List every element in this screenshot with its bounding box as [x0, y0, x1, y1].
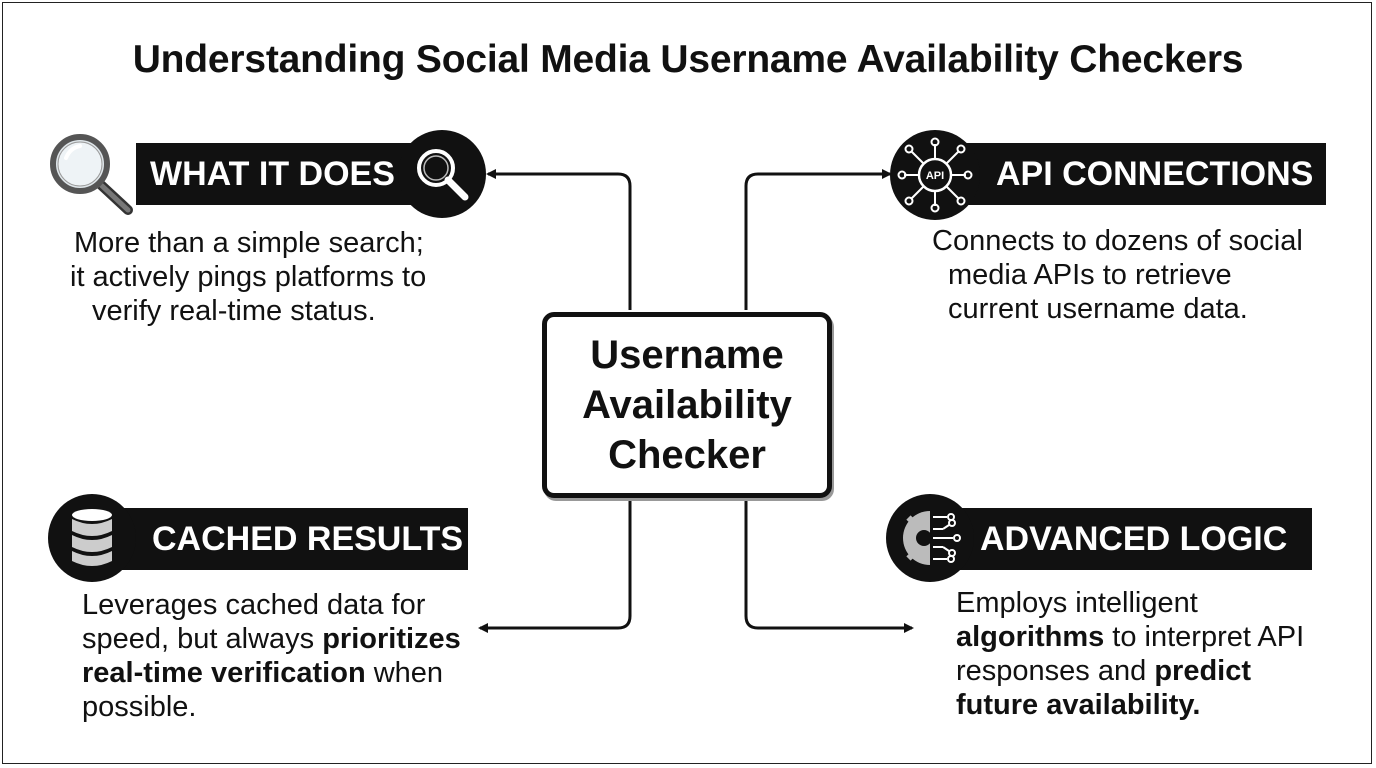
api-icon-label: API: [926, 170, 944, 182]
advanced-logic-line-3: responses and predict: [956, 654, 1251, 688]
arrow-to-advanced-logic: [744, 500, 914, 633]
diagram-title: Understanding Social Media Username Avai…: [132, 38, 1244, 81]
cached-results-line-3-text: when: [365, 657, 444, 689]
advanced-logic-line-2: algorithms to interpret API: [956, 620, 1304, 654]
what-it-does-line-2: it actively pings platforms to: [70, 261, 427, 293]
advanced-logic-line-4-bold: future availability.: [956, 689, 1201, 721]
center-line-3: Checker: [608, 433, 766, 477]
advanced-logic-line-3-text: responses and: [956, 655, 1155, 687]
arrow-to-cached-results: [478, 500, 632, 633]
what-it-does-line-3: verify real-time status.: [92, 295, 376, 327]
arrow-to-what-it-does: [486, 169, 632, 310]
cached-results-line-2: speed, but always prioritizes: [82, 622, 461, 656]
cached-results-heading: CACHED RESULTS: [100, 508, 468, 570]
gear-circuit-brain-icon: [903, 511, 961, 565]
cached-results-badge: [48, 494, 136, 582]
advanced-logic-line-3-bold: predict: [1154, 655, 1251, 687]
cached-results-line-2-bold: prioritizes: [322, 623, 461, 655]
advanced-logic-line-1: Employs intelligent: [956, 587, 1198, 619]
api-network-icon: API: [897, 137, 973, 213]
magnifier-badge-icon: [417, 149, 469, 201]
magnifier-icon: [50, 134, 133, 215]
advanced-logic-line-2-text: to interpret API: [1104, 621, 1305, 653]
what-it-does-badge: [398, 130, 486, 218]
center-line-2: Availability: [582, 383, 792, 427]
what-it-does-heading: WHAT IT DOES: [136, 143, 426, 205]
advanced-logic-badge: [886, 494, 974, 582]
cached-results-line-3-bold: real-time verification: [82, 657, 366, 689]
api-connections-badge: API: [890, 130, 980, 220]
cached-results-line-1: Leverages cached data for: [82, 589, 426, 621]
database-icon: [72, 509, 112, 566]
advanced-logic-heading: ADVANCED LOGIC: [930, 508, 1312, 570]
advanced-logic-line-4: future availability.: [956, 688, 1200, 722]
center-line-1: Username: [590, 333, 784, 377]
api-connections-line-3: current username data.: [948, 293, 1248, 325]
api-connections-line-1: Connects to dozens of social: [932, 225, 1303, 257]
cached-results-line-4: possible.: [82, 691, 197, 723]
center-node-username-availability-checker: Username Availability Checker: [542, 312, 832, 498]
advanced-logic-line-2-bold: algorithms: [956, 621, 1105, 653]
cached-results-line-3: real-time verification when: [82, 656, 443, 690]
cached-results-line-2-text: speed, but always: [82, 623, 323, 655]
what-it-does-line-1: More than a simple search;: [74, 227, 424, 259]
arrow-to-api-connections: [744, 169, 892, 310]
api-connections-heading: API CONNECTIONS: [940, 143, 1326, 205]
api-connections-line-2: media APIs to retrieve: [948, 259, 1232, 291]
